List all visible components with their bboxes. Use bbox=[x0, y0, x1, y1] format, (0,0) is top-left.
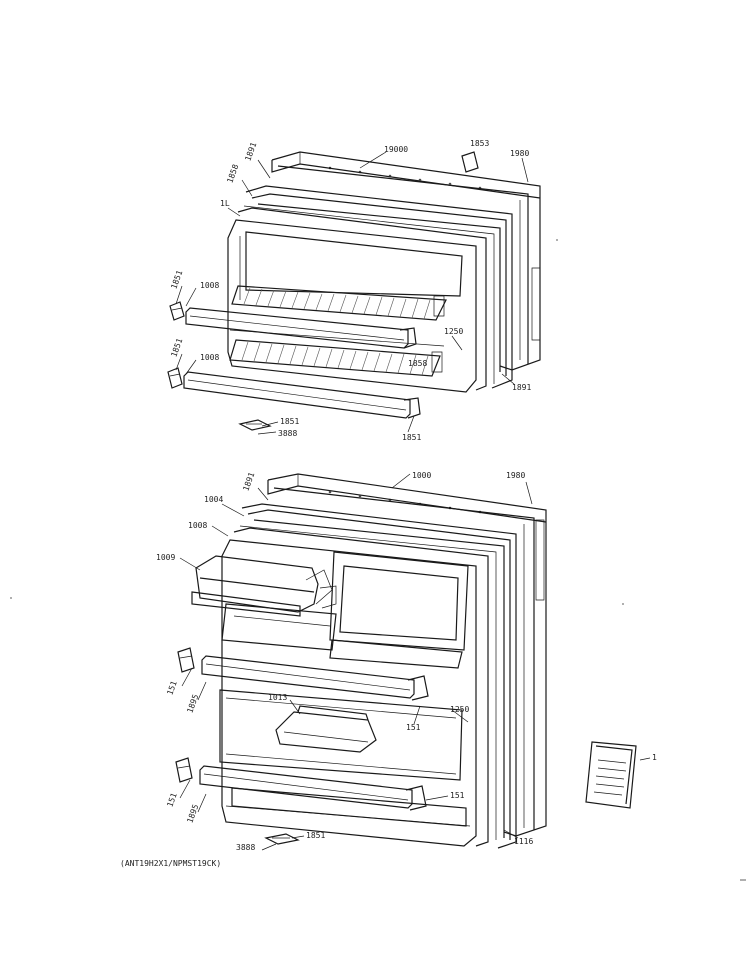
fresh-food-dairy-door bbox=[191, 555, 337, 617]
label-ff-bottom-r: 1116 bbox=[514, 837, 533, 846]
label-fz-handle-r: 1980 bbox=[510, 149, 529, 158]
freezer-leader-lines bbox=[175, 151, 529, 435]
label-ff-handle-r: 1980 bbox=[506, 471, 525, 480]
fresh-food-door-assembly bbox=[175, 473, 547, 851]
freezer-outer-door bbox=[271, 151, 541, 371]
label-ff-dike: 1004 bbox=[204, 495, 223, 504]
fresh-food-shelf-rail-2 bbox=[199, 765, 427, 811]
label-fz-dike: 1L bbox=[220, 199, 230, 208]
label-fz-panel-r: 1250 bbox=[444, 327, 463, 336]
freezer-shelf-rail-1 bbox=[185, 307, 417, 349]
fresh-food-leader-lines bbox=[179, 473, 533, 851]
freezer-parts-bag bbox=[238, 419, 272, 431]
model-caption: (ANT19H2X1/NPMST19CK) bbox=[120, 859, 221, 868]
label-fz-end-clip: 1851 bbox=[402, 433, 421, 442]
label-ff-liner: 1008 bbox=[188, 521, 207, 530]
label-ff-cap-r1: 151 bbox=[406, 723, 421, 732]
freezer-top-clip bbox=[461, 151, 479, 173]
label-fz-handle-l: 1891 bbox=[243, 141, 258, 162]
label-ff-door: 1000 bbox=[412, 471, 431, 480]
label-fz-top-clip: 1853 bbox=[470, 139, 489, 148]
label-ff-gasket: 1891 bbox=[241, 471, 256, 492]
freezer-door-gasket bbox=[237, 185, 513, 391]
label-fz-bag-sub: 3888 bbox=[278, 429, 297, 438]
fresh-food-end-cap-1 bbox=[177, 647, 195, 673]
label-ff-bag: 1851 bbox=[306, 831, 325, 840]
freezer-door-assembly bbox=[167, 151, 541, 435]
label-fz-shelf-1: 1008 bbox=[200, 281, 219, 290]
freezer-shelf-rail-2 bbox=[183, 371, 421, 419]
owners-manual bbox=[585, 741, 651, 809]
freezer-door-liner bbox=[227, 219, 477, 393]
freezer-end-cap-2 bbox=[167, 367, 183, 389]
label-ff-rail-2: 1895 bbox=[185, 803, 200, 824]
freezer-end-cap-1 bbox=[169, 301, 185, 321]
label-manual: 1 bbox=[652, 753, 657, 762]
label-fz-door: 19000 bbox=[384, 145, 408, 154]
label-ff-dairy: 1009 bbox=[156, 553, 175, 562]
label-fz-shelf-clip-2: 1851 bbox=[169, 337, 184, 358]
fresh-food-bin bbox=[275, 705, 377, 753]
label-ff-cap-r2: 151 bbox=[450, 791, 465, 800]
label-ff-clip-2: 151 bbox=[165, 791, 178, 808]
label-fz-bottom-r: 1891 bbox=[512, 383, 531, 392]
fresh-food-door-liner bbox=[219, 539, 477, 847]
scan-marks bbox=[10, 239, 746, 881]
label-fz-bag: 1851 bbox=[280, 417, 299, 426]
label-ff-clip-1: 151 bbox=[165, 679, 178, 696]
label-ff-rail-1: 1895 bbox=[185, 693, 200, 714]
label-fz-shelf-clip-1: 1851 bbox=[169, 269, 184, 290]
fresh-food-door-gasket bbox=[233, 503, 517, 849]
label-fz-gasket-top: 1858 bbox=[225, 163, 240, 184]
part-labels: 19000 1853 1980 1891 1858 1L 1851 1008 1… bbox=[156, 139, 657, 852]
fresh-food-shelf-rail-1 bbox=[201, 655, 429, 701]
label-fz-shelf-2: 1008 bbox=[200, 353, 219, 362]
fresh-food-end-cap-2 bbox=[175, 757, 193, 783]
fresh-food-parts-bag bbox=[264, 833, 300, 845]
label-ff-bag-sub: 3888 bbox=[236, 843, 255, 852]
